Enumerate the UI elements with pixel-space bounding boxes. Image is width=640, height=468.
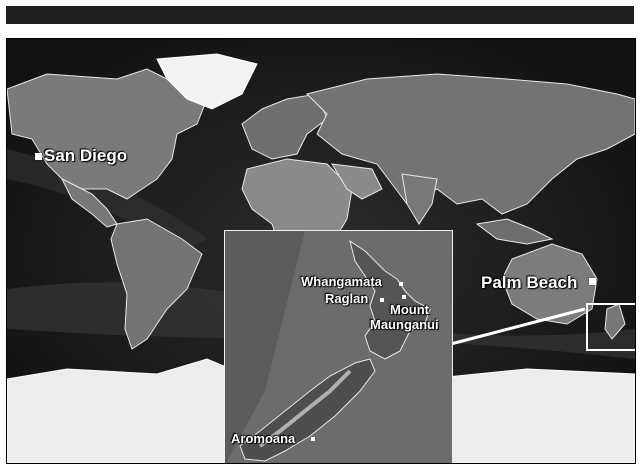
australia [501,243,598,325]
new-zealand-locator-box [586,303,635,351]
greenland [156,53,258,110]
world-map [7,39,635,463]
world-map-frame: San Diego Palm Beach Whangamata Raglan M… [6,38,636,464]
inset-connector-line [446,307,586,347]
raglan-marker [380,298,384,302]
central-america [60,177,118,228]
palm-beach-label: Palm Beach [481,273,578,292]
palm-beach-marker [589,278,596,285]
header-bar [6,6,634,24]
mount-maunganui-label-line1: Mount [390,302,429,317]
mount-maunganui-marker [402,295,406,299]
whangamata-label: Whangamata [301,274,382,289]
india [401,173,438,225]
arabia [331,163,383,200]
mount-maunganui-label-line2: Maunganui [370,317,439,332]
new-zealand-inset-map [225,231,452,463]
europe [241,93,328,160]
san-diego-label: San Diego [44,146,128,165]
whangamata-marker [399,282,403,286]
southern-alps [258,369,352,448]
southeast-asia-islands [475,218,554,245]
aromoana-label: Aromoana [231,431,296,446]
aromoana-marker [311,437,315,441]
san-diego-marker [35,153,42,160]
north-america [7,68,208,200]
asia [306,73,635,215]
inset-sea-shade [225,231,305,463]
raglan-label: Raglan [325,291,369,306]
north-island [349,239,431,360]
south-america [110,218,203,350]
new-zealand-inset: Whangamata Raglan Mount Maunganui Aromoa… [224,230,453,463]
